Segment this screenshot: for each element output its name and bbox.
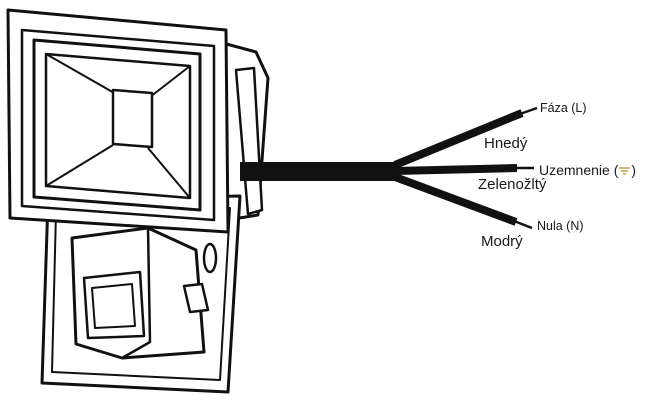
label-neutral-terminal: Nula (N): [537, 219, 584, 233]
main-cable: [240, 162, 400, 181]
wire-earth: [394, 164, 518, 175]
label-earth-color: Zelenožltý: [478, 176, 547, 193]
ground-icon: [619, 167, 631, 175]
label-earth-terminal: Uzemnenie (): [539, 163, 636, 177]
wire-neutral-end: [513, 219, 533, 230]
label-earth-terminal-text: Uzemnenie (: [539, 162, 619, 178]
side-knob: [202, 242, 218, 274]
wire-phase-end: [519, 106, 538, 116]
label-phase-color: Hnedý: [484, 135, 528, 152]
label-phase-terminal: Fáza (L): [540, 101, 587, 115]
sensor-knob: [182, 282, 210, 314]
label-earth-terminal-suffix: ): [631, 162, 637, 178]
wire-neutral: [393, 173, 518, 226]
label-neutral-color: Modrý: [481, 233, 523, 250]
wire-phase: [393, 109, 524, 169]
led-chip: [111, 88, 154, 149]
